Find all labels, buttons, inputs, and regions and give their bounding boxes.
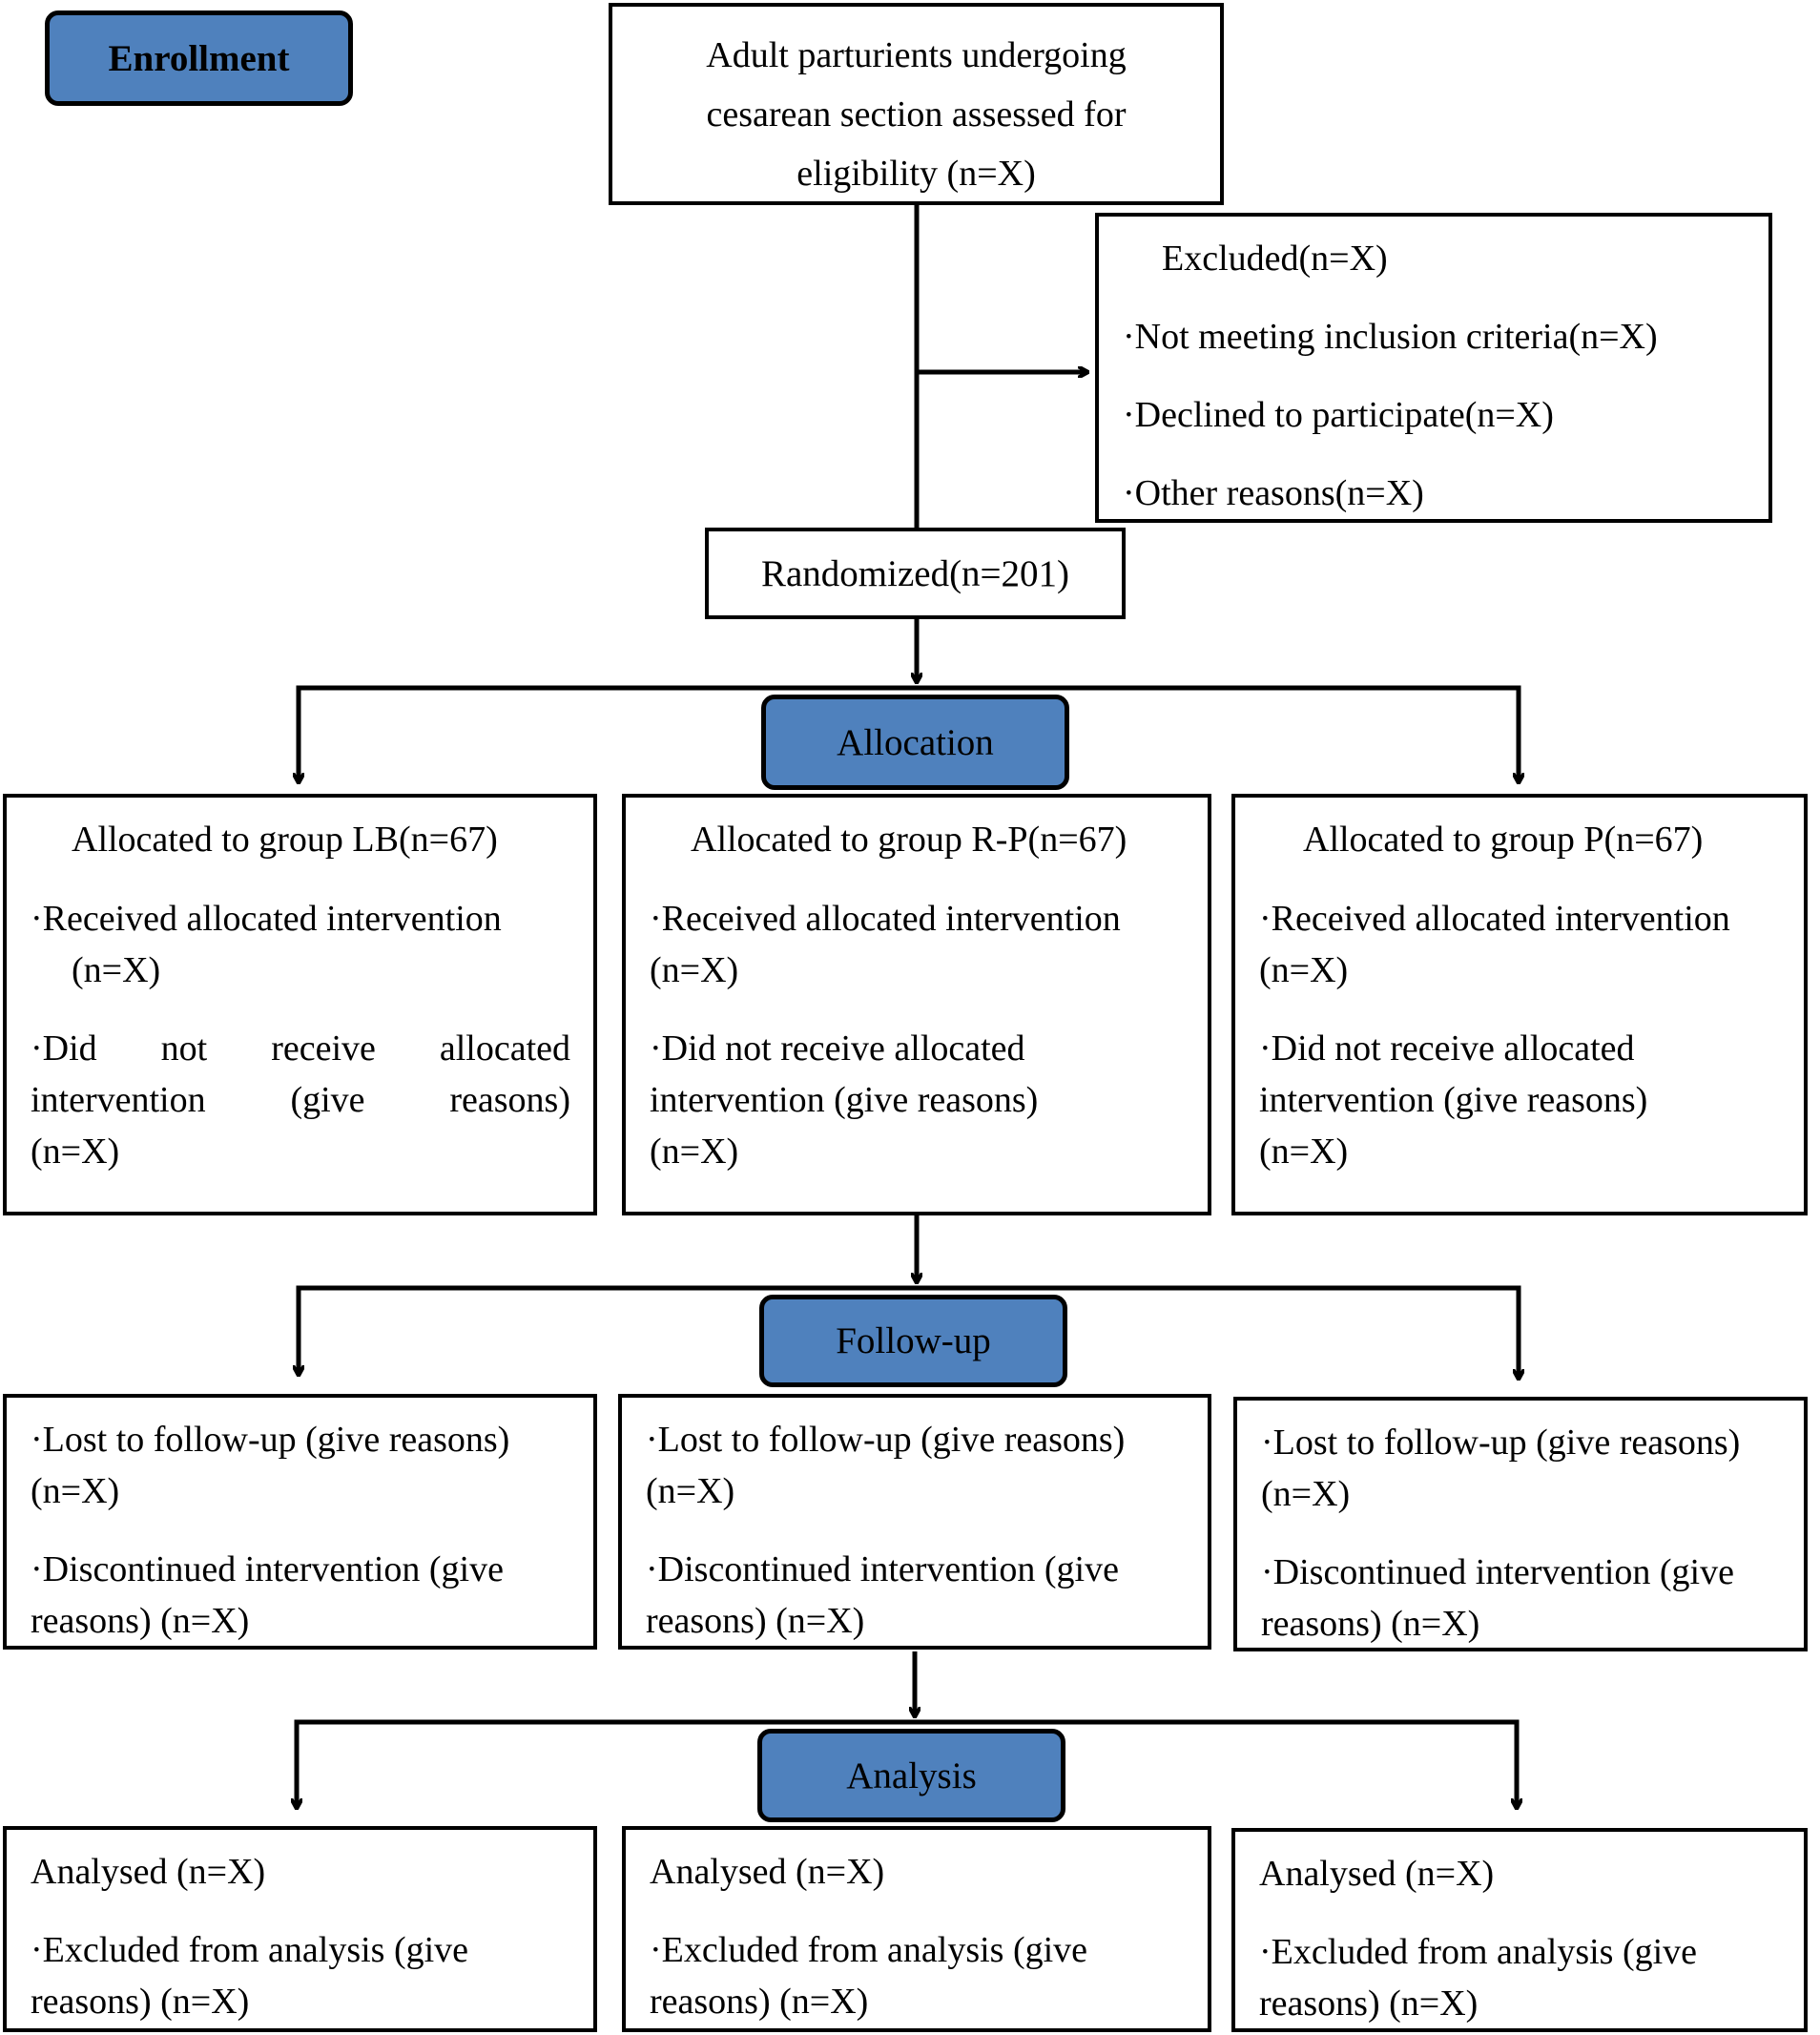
follow-up-lost-n: (n=X) <box>1261 1474 1351 1514</box>
analysis-analysed: Analysed (n=X) <box>650 1852 885 1892</box>
allocation-title: Allocated to group P(n=67) <box>1303 820 1704 860</box>
stage-follow-up: Follow-up <box>759 1295 1067 1387</box>
allocation-not-received-n: (n=X) <box>650 1132 739 1172</box>
stage-enrollment: Enrollment <box>45 10 353 106</box>
follow-up-discontinued-2: reasons) (n=X) <box>646 1601 865 1641</box>
arrow-to-an-p <box>915 1719 1517 1808</box>
follow-up-lost-n: (n=X) <box>31 1471 120 1511</box>
allocation-not-received-2: intervention (give reasons) <box>650 1080 1039 1120</box>
allocation-not-received: ·Did not receive allocated <box>650 1028 1025 1069</box>
arrow-to-fu-lb <box>299 1285 917 1375</box>
allocation-title: Allocated to group LB(n=67) <box>72 820 498 860</box>
follow-up-discontinued-2: reasons) (n=X) <box>31 1601 250 1641</box>
allocation-received: ·Received allocated intervention <box>1259 899 1730 939</box>
follow-up-discontinued: ·Discontinued intervention (give <box>31 1549 504 1589</box>
allocation-not-received: ·Did not receive allocated <box>1259 1028 1635 1069</box>
allocation-not-received-n: (n=X) <box>1259 1132 1349 1172</box>
analysis-excluded: ·Excluded from analysis (give <box>1259 1932 1698 1972</box>
allocation-received-n: (n=X) <box>72 950 161 990</box>
eligibility-line-2: cesarean section assessed for <box>706 94 1127 135</box>
follow-up-discontinued: ·Discontinued intervention (give <box>646 1549 1119 1589</box>
eligibility-box: Adult parturients undergoing cesarean se… <box>609 3 1224 205</box>
excluded-item: ·Not meeting inclusion criteria(n=X) <box>1123 317 1658 357</box>
eligibility-line-1: Adult parturients undergoing <box>706 35 1127 75</box>
follow-up-lost: ·Lost to follow-up (give reasons) <box>646 1420 1126 1460</box>
allocation-not-received-n: (n=X) <box>31 1132 120 1172</box>
arrow-to-an-lb <box>297 1719 915 1808</box>
analysis-analysed: Analysed (n=X) <box>1259 1854 1495 1894</box>
eligibility-line-3: eligibility (n=X) <box>796 154 1036 194</box>
allocation-received: ·Received allocated intervention <box>650 899 1121 939</box>
follow-up-discontinued-2: reasons) (n=X) <box>1261 1604 1480 1644</box>
allocation-received-n: (n=X) <box>650 950 739 990</box>
allocation-box-rp: Allocated to group R-P(n=67) ·Received a… <box>622 794 1211 1215</box>
allocation-not-received: ·Did not receive allocated intervention … <box>31 1028 570 1120</box>
analysis-excluded: ·Excluded from analysis (give <box>31 1930 469 1970</box>
analysis-analysed: Analysed (n=X) <box>31 1852 266 1892</box>
follow-up-box-p: ·Lost to follow-up (give reasons) (n=X) … <box>1233 1397 1808 1651</box>
analysis-box-rp: Analysed (n=X) ·Excluded from analysis (… <box>622 1826 1211 2032</box>
stage-allocation: Allocation <box>761 695 1069 790</box>
allocation-not-received-2: intervention (give reasons) <box>1259 1080 1648 1120</box>
allocation-received: ·Received allocated intervention <box>31 899 502 939</box>
follow-up-box-lb: ·Lost to follow-up (give reasons) (n=X) … <box>3 1394 597 1650</box>
arrow-to-alloc-lb <box>299 685 917 782</box>
follow-up-discontinued: ·Discontinued intervention (give <box>1261 1552 1734 1592</box>
stage-analysis: Analysis <box>757 1729 1065 1822</box>
allocation-received-n: (n=X) <box>1259 950 1349 990</box>
analysis-box-lb: Analysed (n=X) ·Excluded from analysis (… <box>3 1826 597 2032</box>
analysis-excluded-2: reasons) (n=X) <box>1259 1983 1479 2024</box>
analysis-excluded: ·Excluded from analysis (give <box>650 1930 1088 1970</box>
arrow-to-fu-p <box>917 1285 1519 1379</box>
follow-up-lost: ·Lost to follow-up (give reasons) <box>1261 1422 1741 1463</box>
analysis-box-p: Analysed (n=X) ·Excluded from analysis (… <box>1231 1828 1808 2032</box>
analysis-excluded-2: reasons) (n=X) <box>31 1982 250 2022</box>
allocation-title: Allocated to group R-P(n=67) <box>691 820 1127 860</box>
follow-up-lost-n: (n=X) <box>646 1471 735 1511</box>
randomized-box: Randomized(n=201) <box>705 528 1126 619</box>
allocation-box-lb: Allocated to group LB(n=67) ·Received al… <box>3 794 597 1215</box>
arrow-to-alloc-p <box>917 685 1519 782</box>
excluded-item: ·Declined to participate(n=X) <box>1123 395 1554 435</box>
excluded-title: Excluded(n=X) <box>1162 239 1388 279</box>
follow-up-lost: ·Lost to follow-up (give reasons) <box>31 1420 510 1460</box>
allocation-box-p: Allocated to group P(n=67) ·Received all… <box>1231 794 1808 1215</box>
follow-up-box-rp: ·Lost to follow-up (give reasons) (n=X) … <box>618 1394 1211 1650</box>
excluded-box: Excluded(n=X) ·Not meeting inclusion cri… <box>1095 213 1772 523</box>
excluded-item: ·Other reasons(n=X) <box>1123 473 1424 513</box>
analysis-excluded-2: reasons) (n=X) <box>650 1982 869 2022</box>
